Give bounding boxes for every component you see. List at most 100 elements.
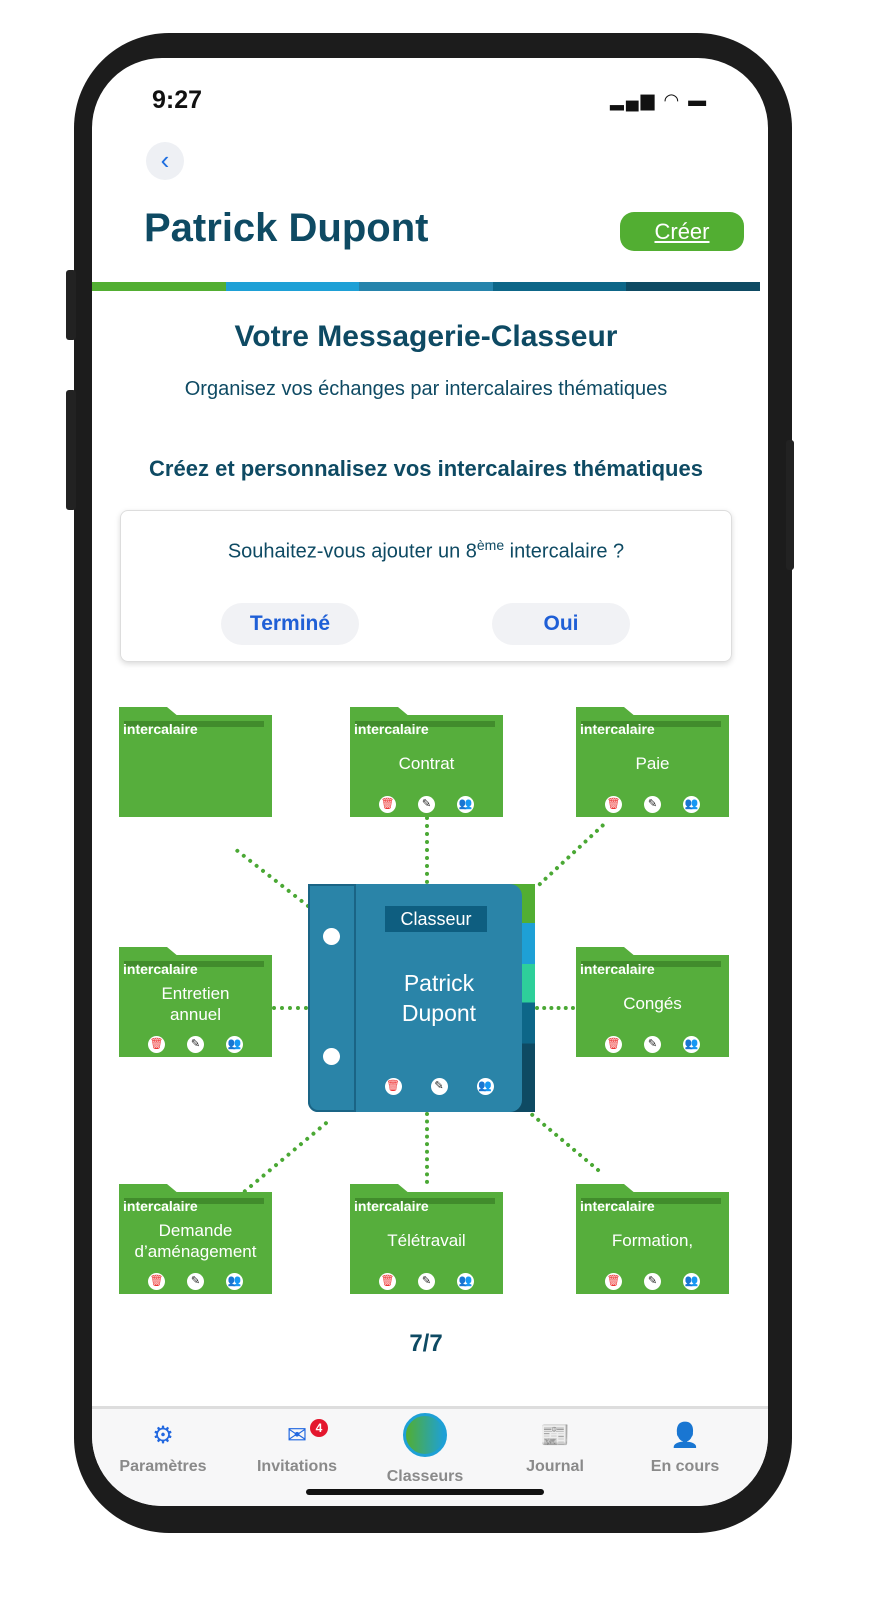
screen: 9:27 ▂▄▆ ◠ ▬ ‹ Patrick Dupont Créer Votr… — [92, 58, 768, 1506]
divider-folder[interactable]: intercalaire Paie 🗑 ✎ 👥 — [576, 715, 729, 817]
subtitle: Organisez vos échanges par intercalaires… — [184, 378, 668, 400]
trash-icon[interactable]: 🗑 — [148, 1273, 165, 1290]
connector — [535, 1006, 575, 1010]
pencil-icon[interactable]: ✎ — [644, 1273, 661, 1290]
folder-tab — [581, 721, 721, 727]
create-button[interactable]: Créer — [620, 212, 744, 251]
pencil-icon[interactable]: ✎ — [430, 1078, 448, 1095]
folder-name: Contrat — [398, 754, 455, 773]
users-icon[interactable]: 👥 — [683, 1273, 700, 1290]
pencil-icon[interactable]: ✎ — [418, 1273, 435, 1290]
users-icon[interactable]: 👥 — [457, 1273, 474, 1290]
ring-hole — [323, 928, 340, 945]
divider-folder[interactable]: intercalaire Demande d’aménagement 🗑 ✎ 👥 — [119, 1192, 272, 1294]
notification-badge: 4 — [310, 1419, 328, 1437]
trash-icon[interactable]: 🗑 — [605, 1273, 622, 1290]
divider-folder[interactable]: intercalaire Formation, 🗑 ✎ 👥 — [576, 1192, 729, 1294]
add-divider-card: Souhaitez-vous ajouter un 8ème intercala… — [120, 510, 732, 662]
color-strip — [92, 282, 760, 291]
users-icon[interactable]: 👥 — [226, 1273, 243, 1290]
folder-name: Paie — [635, 754, 670, 773]
pencil-icon[interactable]: ✎ — [644, 1036, 661, 1053]
folder-tag: intercalaire — [123, 961, 198, 977]
phone-button — [786, 440, 794, 570]
folder-tag: intercalaire — [354, 1198, 429, 1214]
user-chat-icon: 👤 — [670, 1422, 700, 1449]
connector — [242, 1120, 329, 1195]
pencil-icon[interactable]: ✎ — [187, 1036, 204, 1053]
nav-en-cours[interactable]: 👤En cours — [650, 1422, 720, 1475]
folder-tag: intercalaire — [354, 721, 429, 737]
ring-hole — [323, 1048, 340, 1065]
pencil-icon[interactable]: ✎ — [187, 1273, 204, 1290]
folder-actions: 🗑 ✎ 👥 — [350, 1273, 503, 1290]
folder-actions: 🗑 ✎ 👥 — [576, 1273, 729, 1290]
users-icon[interactable]: 👥 — [683, 796, 700, 813]
yes-button[interactable]: Oui — [492, 603, 630, 645]
divider-folder[interactable]: intercalaire — [119, 715, 272, 817]
connector — [529, 1112, 601, 1173]
envelope-icon: ✉ — [286, 1422, 308, 1449]
trash-icon[interactable]: 🗑 — [605, 1036, 622, 1053]
status-icons: ▂▄▆ ◠ ▬ — [610, 90, 709, 110]
nav-parametres[interactable]: ⚙Paramètres — [119, 1422, 207, 1475]
back-button[interactable]: ‹ — [146, 142, 184, 180]
folder-actions: 🗑 ✎ 👥 — [119, 1273, 272, 1290]
folder-tab — [581, 961, 721, 967]
folder-tag: intercalaire — [580, 1198, 655, 1214]
binder-tag: Classeur — [385, 906, 487, 932]
page-title: Patrick Dupont — [144, 206, 429, 250]
users-icon[interactable]: 👥 — [226, 1036, 243, 1053]
divider-folder[interactable]: intercalaire Congés 🗑 ✎ 👥 — [576, 955, 729, 1057]
gear-icon: ⚙ — [152, 1422, 174, 1449]
folder-name: Demande d’aménagement — [134, 1221, 257, 1261]
binder-spine — [308, 884, 356, 1112]
trash-icon[interactable]: 🗑 — [148, 1036, 165, 1053]
status-time: 9:27 — [152, 86, 203, 114]
folder-actions: 🗑 ✎ 👥 — [119, 1036, 272, 1053]
nav-classeurs[interactable]: Classeurs — [360, 1413, 490, 1486]
users-icon[interactable]: 👥 — [457, 796, 474, 813]
folder-tag: intercalaire — [580, 721, 655, 737]
phone-button — [66, 390, 76, 510]
trash-icon[interactable]: 🗑 — [605, 796, 622, 813]
home-indicator — [306, 1489, 544, 1495]
users-icon[interactable]: 👥 — [476, 1078, 494, 1095]
folder-name: Entretien annuel — [161, 984, 230, 1024]
trash-icon[interactable]: 🗑 — [384, 1078, 402, 1095]
users-icon[interactable]: 👥 — [683, 1036, 700, 1053]
classeurs-logo-icon — [403, 1413, 447, 1457]
folder-actions: 🗑 ✎ 👥 — [576, 796, 729, 813]
connector — [537, 822, 606, 887]
done-button[interactable]: Terminé — [221, 603, 359, 645]
folder-name: Formation, — [611, 1231, 694, 1250]
divider-folder[interactable]: intercalaire Contrat 🗑 ✎ 👥 — [350, 715, 503, 817]
folder-tab — [124, 721, 264, 727]
folder-actions: 🗑 ✎ 👥 — [350, 796, 503, 813]
folder-tag: intercalaire — [580, 961, 655, 977]
folder-tag: intercalaire — [123, 1198, 198, 1214]
folder-name: Congés — [623, 994, 682, 1013]
folder-tag: intercalaire — [123, 721, 198, 737]
phone-button — [66, 270, 76, 340]
folder-tab — [124, 1198, 264, 1204]
trash-icon[interactable]: 🗑 — [379, 1273, 396, 1290]
divider-folder[interactable]: intercalaire Entretien annuel 🗑 ✎ 👥 — [119, 955, 272, 1057]
nav-journal[interactable]: 📰Journal — [526, 1422, 584, 1475]
pencil-icon[interactable]: ✎ — [644, 796, 661, 813]
folder-tab — [581, 1198, 721, 1204]
pagination: 7/7 — [409, 1330, 443, 1357]
section-title: Créez et personnalisez vos intercalaires… — [149, 456, 703, 481]
folder-tab — [355, 1198, 495, 1204]
connector — [425, 1112, 429, 1184]
pencil-icon[interactable]: ✎ — [418, 796, 435, 813]
heading: Votre Messagerie-Classeur — [234, 320, 618, 353]
folder-name: Télétravail — [387, 1231, 466, 1250]
trash-icon[interactable]: 🗑 — [379, 796, 396, 813]
divider-folder[interactable]: intercalaire Télétravail 🗑 ✎ 👥 — [350, 1192, 503, 1294]
add-question: Souhaitez-vous ajouter un 8ème intercala… — [227, 537, 625, 563]
